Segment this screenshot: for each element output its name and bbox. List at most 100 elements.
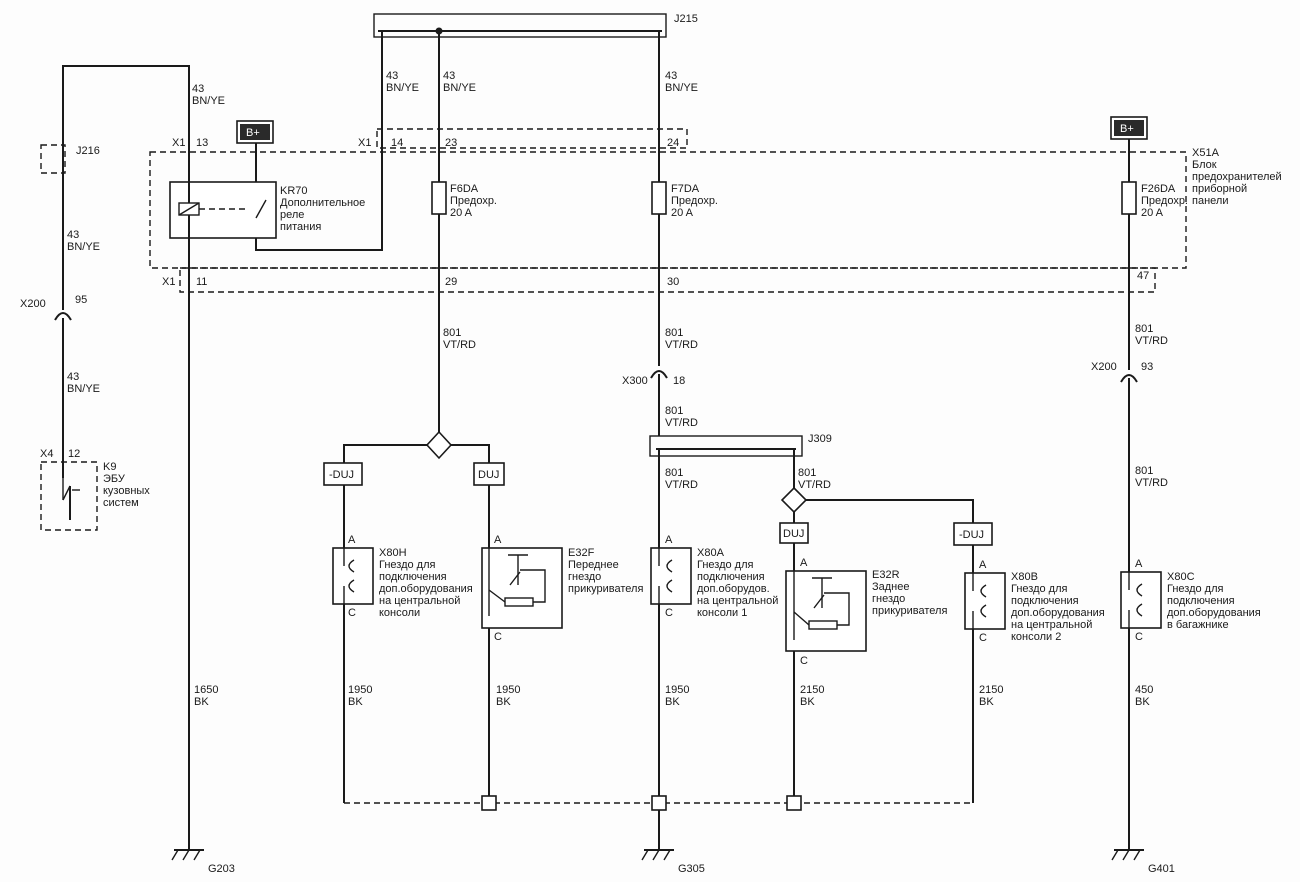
wire-label-bk-a: BK [348,696,363,708]
wire-label-bk-f: BK [1135,696,1150,708]
conn-x1-a: X1 [172,137,185,149]
splice-j215-label: J215 [674,13,698,25]
fuse-f6da-id: F6DA [450,183,479,195]
x80a-line3: доп.оборудов. [697,583,770,595]
ground-g203: G203 [171,849,235,875]
wire-label-bk-b: BK [496,696,511,708]
x80h-id: X80H [379,547,407,559]
e32f-line2: гнездо [568,571,601,583]
wire-label-1950-a: 1950 [348,684,372,696]
wire-label-vtrd-b: VT/RD [665,339,698,351]
wire-label-801-b: 801 [665,327,683,339]
wire-label-43-d: 43 [665,70,677,82]
fuse-block-line1: Блок [1192,159,1217,171]
x80b-line1: Гнездо для [1011,583,1068,595]
fuse-f26da: F26DA Предохр. 20 A [1121,181,1188,370]
x80c-line1: Гнездо для [1167,583,1224,595]
wire-label-43-c: 43 [443,70,455,82]
e32r-pin-a: A [800,557,808,569]
ecu-k9: X4 12 K9 ЭБУ кузовных систем [40,448,150,531]
x80a-line2: подключения [697,571,765,583]
conn-x4: X4 [40,448,53,460]
wire-label-43-e: 43 [67,229,79,241]
wire-label-vtrd-a: VT/RD [443,339,476,351]
x80a-pin-a: A [665,534,673,546]
x80b-pin-c: C [979,632,987,644]
wire-label-801-f: 801 [1135,323,1153,335]
x80h-pin-a: A [348,534,356,546]
option-duj-left: DUJ [473,462,505,486]
wire-label-bnye-c: BN/YE [443,82,476,94]
x80c-pin-c: C [1135,631,1143,643]
battery-plus-right: B+ [1110,116,1148,182]
fuse-block-line3: приборной [1192,183,1247,195]
e32r-pin-c: C [800,655,808,667]
bplus-left-label: B+ [246,127,260,139]
fuse-block-line4: панели [1192,195,1228,207]
wire-label-bnye-d: BN/YE [665,82,698,94]
fuse-f7da: F7DA Предохр. 20 A [651,181,718,366]
opt-duj-right: DUJ [783,528,804,540]
conn-x300: X300 [622,375,648,387]
x80b-line2: подключения [1011,595,1079,607]
wire-label-801-e: 801 [798,467,816,479]
wire-label-bnye-f: BN/YE [67,383,100,395]
relay-line3: питания [280,221,321,233]
x80a-line5: консоли 1 [697,607,747,619]
e32r-line3: прикуривателя [872,605,947,617]
ecu-line1: ЭБУ [103,473,126,485]
fuse-f7da-line2: 20 A [671,207,694,219]
x80c-line3: доп.оборудования [1167,607,1261,619]
x80a-id: X80A [697,547,725,559]
relay-line1: Дополнительное [280,197,365,209]
x80b-line5: консоли 2 [1011,631,1061,643]
pin-93: 93 [1141,361,1153,373]
x80b-line4: на центральной [1011,619,1092,631]
lighter-e32r: A C E32R Заднее гнездо прикуривателя [785,557,947,667]
x80b-pin-a: A [979,559,987,571]
e32f-line3: прикуривателя [568,583,643,595]
x80a-line1: Гнездо для [697,559,754,571]
wire-label-bk-d: BK [800,696,815,708]
splice-j309-label: J309 [808,433,832,445]
opt-not-duj-right: -DUJ [959,529,984,541]
connector-x300: X300 18 [622,370,685,387]
socket-x80a: A C X80A Гнездо для подключения доп.обор… [650,534,778,619]
ground-g305: G305 [641,849,705,875]
wire-label-801-g: 801 [1135,465,1153,477]
x80c-line4: в багажнике [1167,619,1229,631]
wire-label-vtrd-g: VT/RD [1135,477,1168,489]
fuse-f6da-line1: Предохр. [450,195,497,207]
option-duj-right: DUJ [779,522,809,544]
e32f-line1: Переднее [568,559,619,571]
lighter-e32f: A C E32F Переднее гнездо прикуривателя [481,534,643,643]
fuse-f6da-line2: 20 A [450,207,473,219]
ground-g203-label: G203 [208,863,235,875]
pin-24: 24 [667,137,679,149]
wire-label-801-a: 801 [443,327,461,339]
wire-label-bnye-a: BN/YE [192,95,225,107]
wire-label-450: 450 [1135,684,1153,696]
fuse-block-id: X51A [1192,147,1220,159]
wire-label-vtrd-f: VT/RD [1135,335,1168,347]
x80c-line2: подключения [1167,595,1235,607]
e32r-line1: Заднее [872,581,910,593]
fuse-f26da-line2: 20 A [1141,207,1164,219]
wire-label-801-d: 801 [665,467,683,479]
fuse-block-x51a: X51A Блок предохранителей приборной пане… [149,128,1282,293]
wire-label-bk-e: BK [979,696,994,708]
fuse-block-line2: предохранителей [1192,171,1282,183]
wire-label-vtrd-d: VT/RD [665,479,698,491]
splice-j216-label: J216 [76,145,100,157]
pin-30: 30 [667,276,679,288]
e32f-pin-a: A [494,534,502,546]
x80c-pin-a: A [1135,558,1143,570]
x80b-id: X80B [1011,571,1038,583]
fuse-f6da: F6DA Предохр. 20 A [431,181,497,432]
option-not-duj-right: -DUJ [953,522,993,546]
x80h-line2: подключения [379,571,447,583]
connector-x200-right: X200 93 [1091,361,1153,383]
pin-11: 11 [196,276,207,288]
socket-x80h: A C X80H Гнездо для подключения доп.обор… [332,534,473,619]
